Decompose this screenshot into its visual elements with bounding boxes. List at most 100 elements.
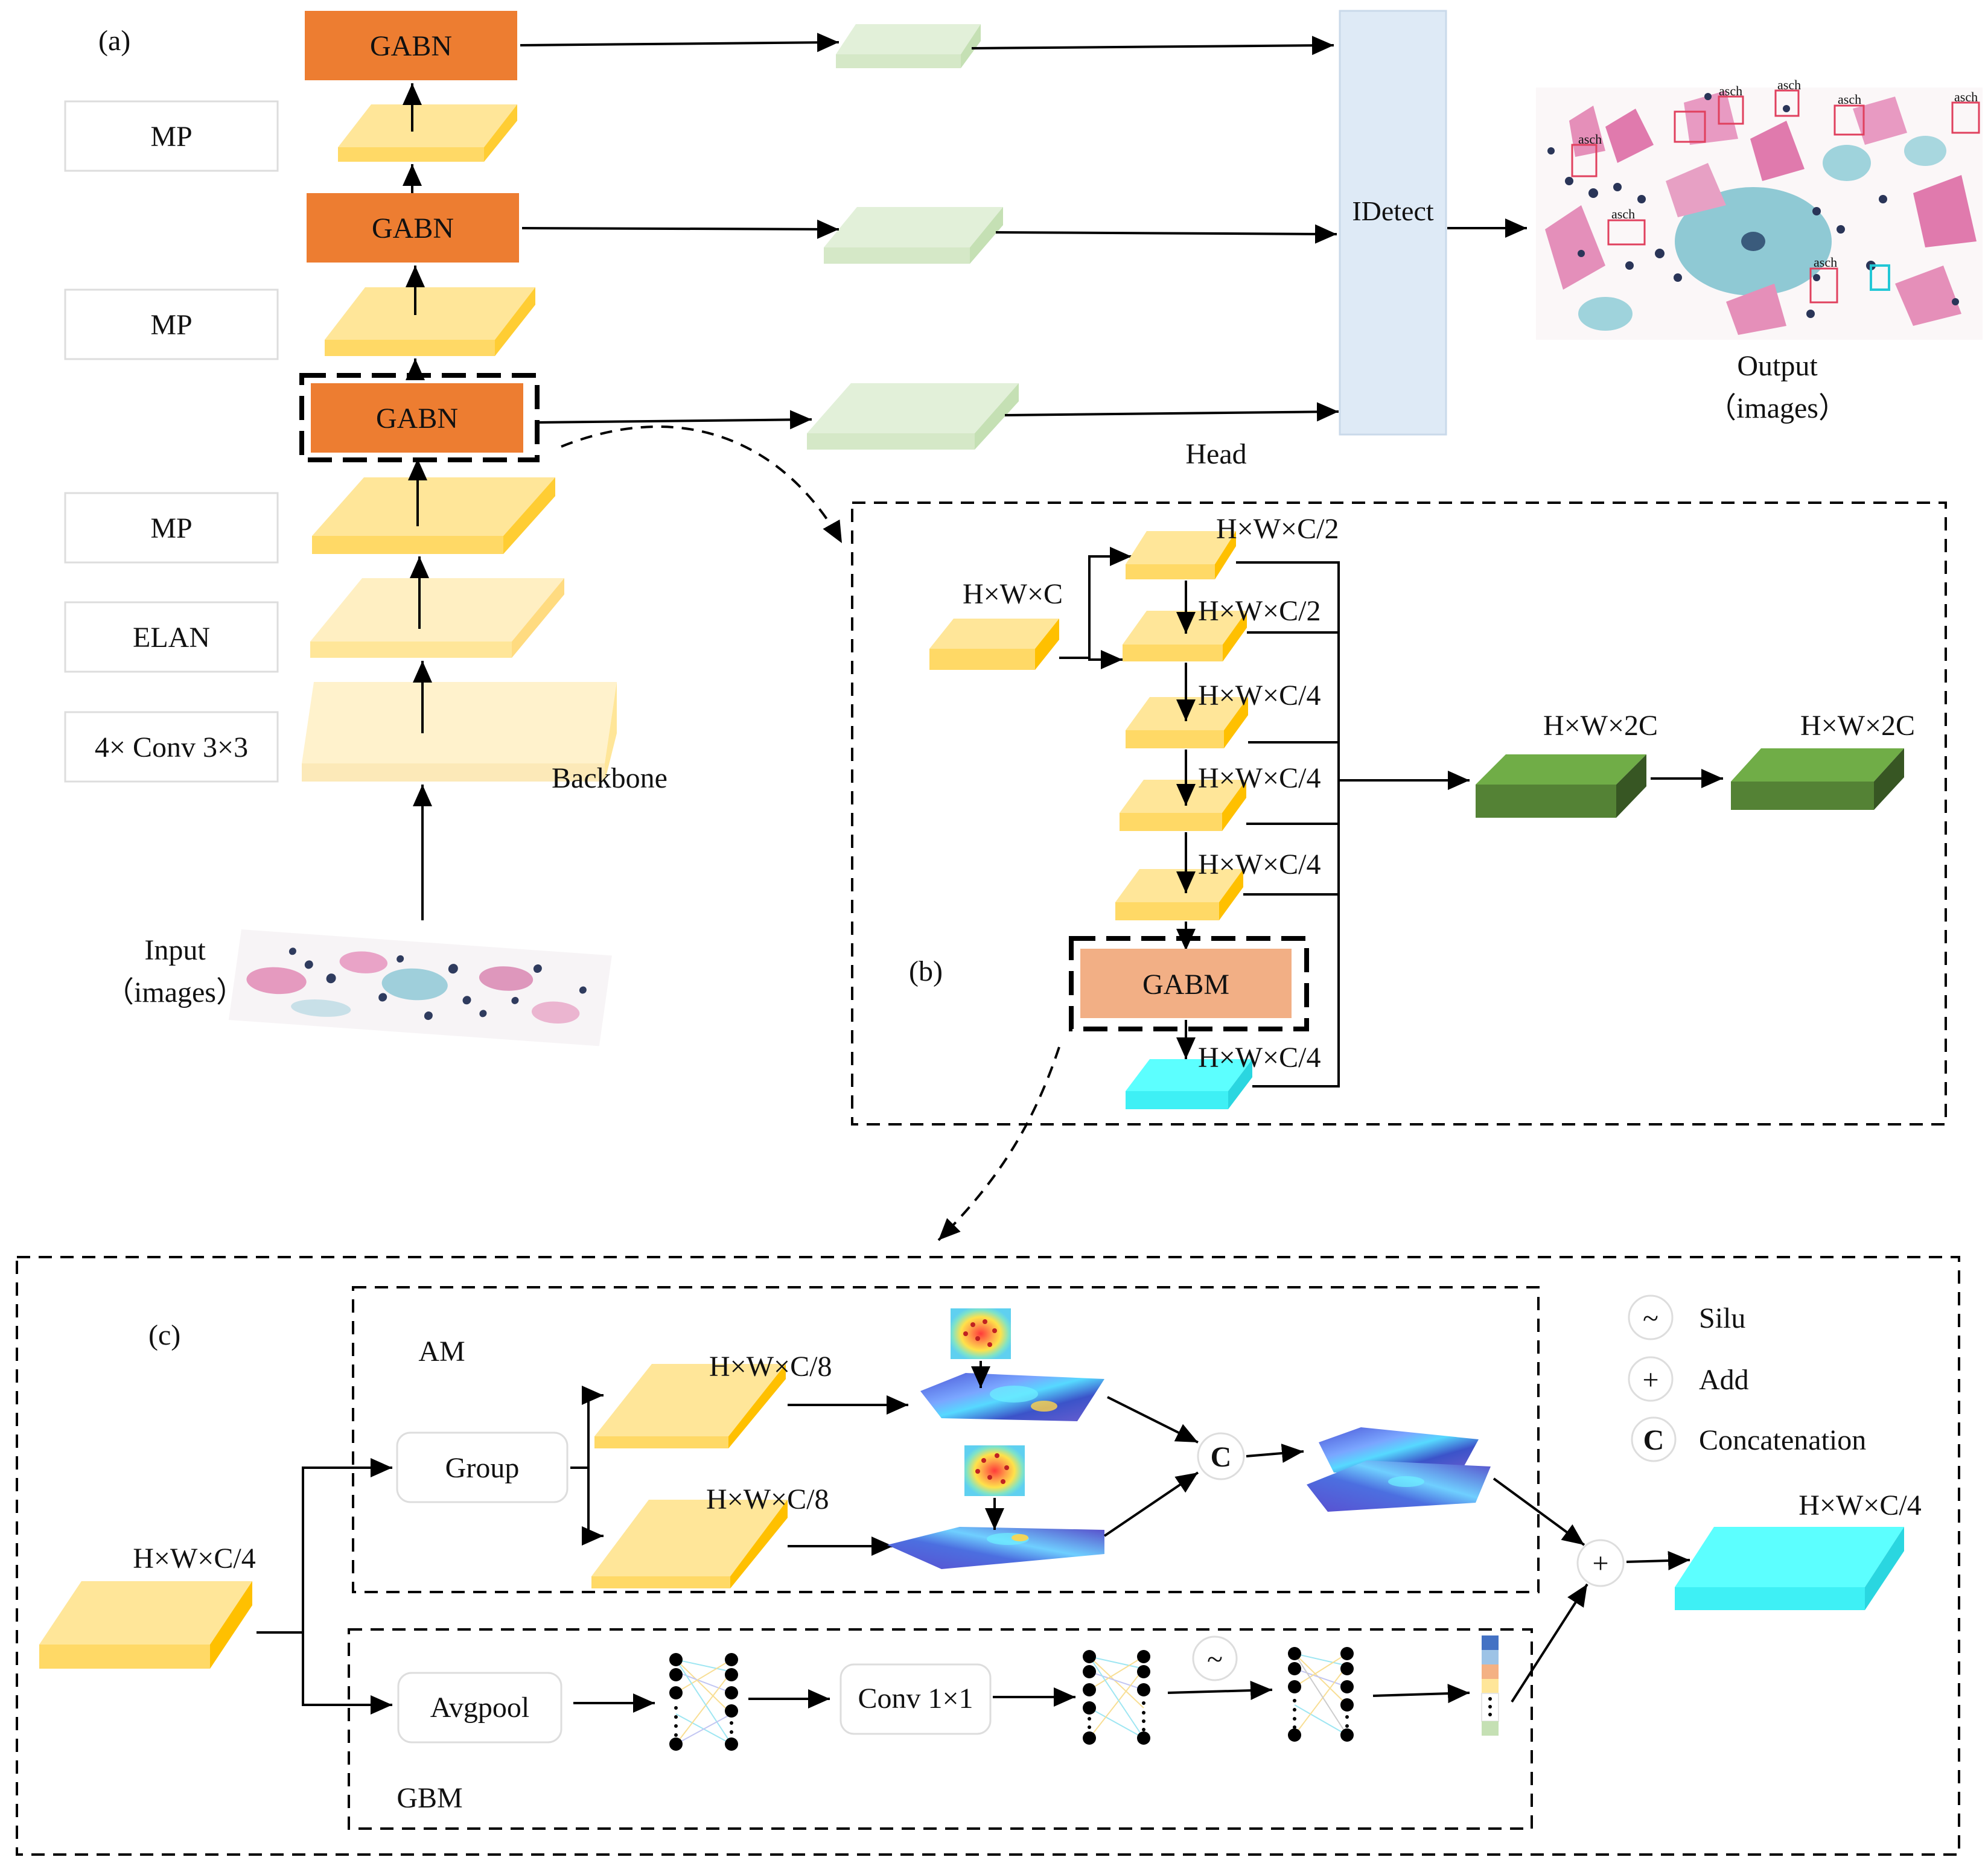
legend-item-add: + Add [1628, 1356, 1749, 1402]
side-tag-mp-2: MP [64, 288, 279, 360]
output-label: Output [1737, 350, 1818, 382]
attention-map-2 [887, 1527, 1104, 1569]
arrow [1626, 1551, 1690, 1571]
avgpool-label: Avgpool [430, 1692, 529, 1724]
gabn-slab-1 [1126, 531, 1236, 579]
input-image [228, 929, 612, 1046]
arrow [537, 410, 812, 430]
legend-label: Silu [1699, 1302, 1745, 1334]
legend-symbol: ~ [1643, 1302, 1658, 1334]
side-tag-label: MP [150, 512, 192, 544]
gabm-input-dim: H×W×C/4 [133, 1543, 255, 1575]
side-tag-label: ELAN [133, 622, 210, 654]
dim-label: H×W×C/4 [1198, 849, 1321, 881]
arrow [582, 1468, 604, 1546]
connector-a-to-b [561, 425, 843, 544]
side-tag-label: 4× Conv 3×3 [95, 731, 248, 763]
attention-focus-1 [951, 1308, 1011, 1359]
dim-label: H×W×C/2 [1216, 513, 1339, 545]
am-branch-feature-2 [591, 1500, 788, 1588]
input-label: Input [144, 934, 206, 966]
arrow [1004, 402, 1339, 422]
arrow [582, 1386, 604, 1468]
legend: ~ Silu + Add C Concatenation [1628, 1295, 1866, 1462]
concat-map [1307, 1427, 1491, 1512]
arrow [1103, 1471, 1199, 1537]
add-node: + [1576, 1539, 1625, 1587]
arrow-to-avgpool [302, 1632, 392, 1715]
group-box: Group [396, 1431, 569, 1503]
group-label: Group [445, 1452, 520, 1484]
panel-label-b: (b) [909, 955, 943, 987]
side-tag-label: MP [150, 309, 192, 341]
gabm-output-feature [1675, 1527, 1904, 1610]
silu-symbol: ~ [1207, 1643, 1223, 1675]
gbm-frame [348, 1628, 1533, 1830]
gabn-slab-cyan [1126, 1059, 1252, 1109]
arrow-split-bottom [1059, 650, 1123, 669]
gabn-label: GABN [376, 403, 458, 435]
detection-tag: asch [1954, 89, 1978, 104]
feature-map-mp-2 [325, 287, 535, 356]
side-tag-conv: 4× Conv 3×3 [64, 711, 279, 783]
arrow [521, 219, 839, 239]
dim-label: H×W×C/4 [1198, 762, 1321, 794]
detection-tag: asch [1838, 92, 1861, 107]
arrow [1511, 1583, 1588, 1703]
gabn-block-mid: GABN [307, 193, 519, 263]
side-tag-elan: ELAN [64, 601, 279, 673]
backbone-label: Backbone [552, 762, 667, 794]
detection-tag: asch [1777, 77, 1801, 92]
gabm-highlight-box [1069, 936, 1309, 1031]
head-feature-top [836, 24, 981, 68]
gabn-input-dim: H×W×C [963, 578, 1063, 610]
gabn-label: GABN [370, 30, 452, 62]
dim-label: H×W×C/4 [1198, 680, 1321, 712]
feature-map-mp-3 [312, 477, 555, 554]
am-branch-feature-1 [594, 1364, 786, 1448]
silu-node: ~ [1192, 1635, 1238, 1681]
concat-symbol: C [1211, 1441, 1232, 1473]
panel-label-a: (a) [98, 25, 130, 57]
dim-label: H×W×C/2 [1198, 595, 1321, 627]
connector-b-to-c [937, 1046, 1060, 1241]
head-feature-mid [824, 207, 1003, 264]
detection-tag: asch [1578, 132, 1602, 147]
dim-label: H×W×C/8 [706, 1483, 829, 1515]
arrow-to-group [302, 1458, 392, 1632]
side-tag-mp-3: MP [64, 492, 279, 564]
legend-item-silu: ~ Silu [1628, 1295, 1745, 1340]
panel-label-c: (c) [148, 1319, 180, 1351]
output-image: asch asch asch asch asch asch asch [1536, 77, 1983, 340]
fc-layer-1-icon [669, 1653, 738, 1751]
gabn-block-bottom: GABN [311, 383, 523, 453]
detection-tag: asch [1611, 206, 1635, 221]
legend-symbol: + [1642, 1364, 1658, 1396]
side-tag-mp-1: MP [64, 100, 279, 172]
idetect-block: IDetect [1339, 10, 1447, 436]
am-label: AM [418, 1336, 465, 1368]
feature-map-elan [310, 578, 564, 658]
gabn-label: GABN [372, 212, 454, 244]
head-label: Head [1185, 438, 1246, 470]
legend-item-concat: C Concatenation [1631, 1416, 1866, 1462]
detection-tag: asch [1814, 255, 1837, 270]
feature-map-conv [302, 682, 617, 782]
gabn-block-top: GABN [305, 11, 517, 80]
output-label-sub: （images） [1707, 392, 1847, 424]
gabn-input-feature [929, 619, 1059, 670]
concat-node: C [1197, 1432, 1245, 1480]
gabm-output-dim: H×W×C/4 [1798, 1489, 1921, 1521]
fc-layer-3-icon [1288, 1647, 1354, 1742]
arrow [1167, 1681, 1273, 1701]
avgpool-box: Avgpool [397, 1672, 562, 1744]
feature-2c-1 [1476, 754, 1646, 818]
arrow [995, 224, 1337, 244]
detection-tag: asch [1719, 83, 1742, 98]
dim-label: H×W×2C [1800, 710, 1915, 742]
head-feature-bottom [807, 383, 1019, 450]
arrow [1107, 1396, 1199, 1444]
input-label-sub: （images） [105, 976, 245, 1008]
panel-b-frame [851, 502, 1947, 1126]
